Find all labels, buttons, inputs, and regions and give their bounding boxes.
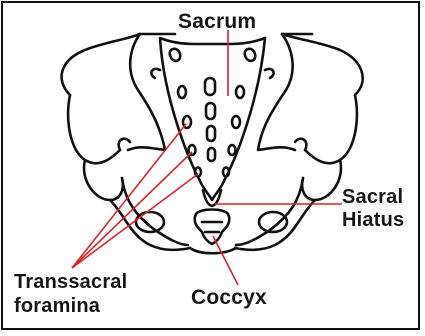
median-crest-4: [208, 148, 215, 161]
foramen-right-3: [229, 145, 236, 155]
median-crest-1: [205, 78, 215, 95]
label-transsacral-line2: foramina: [14, 294, 127, 318]
foramen-right-1: [236, 86, 244, 98]
foramen-left-1: [178, 86, 186, 98]
label-transsacral-foramina: Transsacral foramina: [14, 270, 127, 318]
left-obturator: [136, 212, 164, 232]
foramen-right-2: [232, 116, 240, 128]
label-sacral-hiatus-line2: Hiatus: [342, 209, 404, 232]
coccyx-bone: [195, 210, 230, 245]
label-transsacral-line1: Transsacral: [14, 270, 127, 294]
left-iliac-wing: [62, 34, 165, 150]
label-sacral-hiatus-line1: Sacral: [342, 186, 404, 209]
pointer-coccyx: [213, 236, 238, 285]
label-sacrum: Sacrum: [178, 11, 256, 33]
median-crest-3: [207, 126, 215, 141]
right-iliac-wing: [258, 34, 363, 150]
label-coccyx: Coccyx: [191, 287, 267, 309]
label-sacral-hiatus: Sacral Hiatus: [342, 186, 404, 232]
median-crest-2: [206, 103, 215, 119]
